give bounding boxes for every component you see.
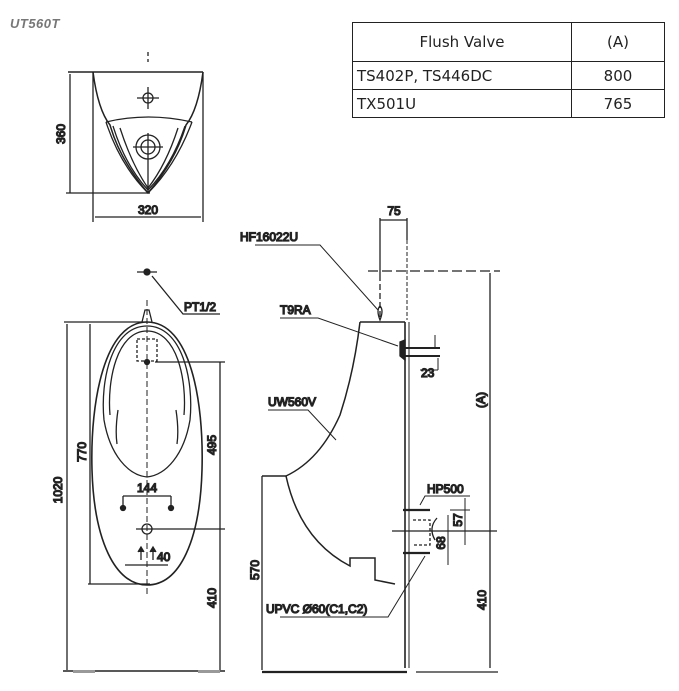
dim-410-side: 410 [475, 590, 489, 610]
dim-75: 75 [387, 204, 401, 218]
flush-valve-table: Flush Valve (A) TS402P, TS446DC 800 TX50… [352, 22, 665, 118]
table-row: TS402P, TS446DC 800 [352, 61, 665, 90]
table-row: TX501U 765 [352, 89, 665, 118]
label-uw560v: UW560V [268, 395, 316, 409]
label-hf16022u: HF16022U [240, 230, 298, 244]
top-view: 360 320 [53, 52, 204, 222]
label-pt12: PT1/2 [184, 300, 216, 314]
dim-40: 40 [157, 550, 171, 564]
column-header: Flush Valve [352, 22, 572, 62]
label-t9ra: T9RA [280, 303, 311, 317]
dim-570: 570 [248, 560, 262, 580]
label-hp500: HP500 [427, 482, 464, 496]
label-upvc: UPVC Ø60(C1,C2) [266, 602, 367, 616]
dim-23: 23 [421, 366, 435, 380]
side-view: 75 23 (A) HP500 57 68 410 [239, 203, 500, 674]
table-cell-a: 800 [571, 61, 665, 90]
dim-a: (A) [474, 392, 488, 408]
dim-410-front: 410 [205, 588, 219, 608]
dim-1020: 1020 [51, 476, 65, 503]
column-header: (A) [571, 22, 665, 62]
dim-770: 770 [75, 442, 89, 462]
table-header-row: Flush Valve (A) [352, 22, 665, 62]
dim-495: 495 [205, 435, 219, 455]
table-cell-valve: TX501U [352, 89, 572, 118]
dim-320: 320 [138, 203, 158, 217]
model-title: UT560T [10, 16, 60, 31]
front-view: PT1/2 144 40 1020 7 [50, 268, 225, 673]
dim-360: 360 [54, 124, 68, 144]
dim-57: 57 [451, 513, 465, 527]
table-cell-valve: TS402P, TS446DC [352, 61, 572, 90]
dim-144: 144 [137, 481, 157, 495]
table-cell-a: 765 [571, 89, 665, 118]
dim-68: 68 [434, 536, 448, 550]
